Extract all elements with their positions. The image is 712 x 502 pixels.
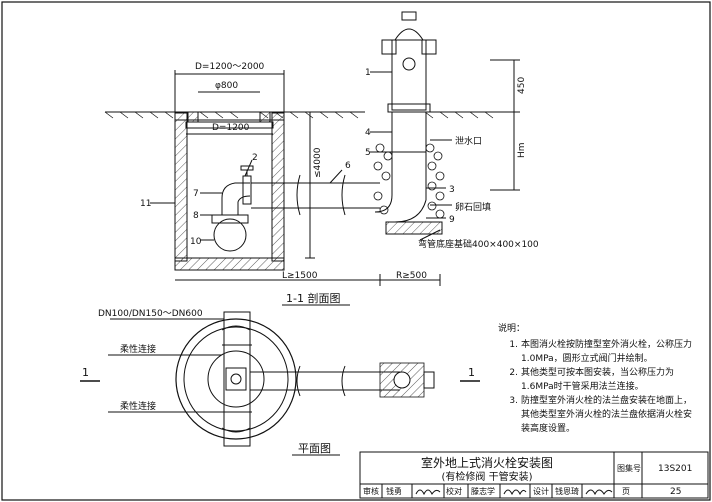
callout-3: 3 — [449, 185, 455, 195]
note-item: 1.本图消火栓按防撞型室外消火栓，公称压力1.0MPa，圆形立式阀门井绘制。 — [498, 338, 694, 366]
note-item: 2.其他类型可按本图安装，当公称压力为1.6MPa时干管采用法兰连接。 — [498, 366, 694, 394]
signature-marks — [415, 489, 613, 496]
dim-inner: D=1200 — [212, 123, 250, 133]
notes-heading: 说明： — [498, 324, 526, 334]
note-item: 3.防撞型室外消火栓的法兰盘安装在地面上，其他类型室外消火栓的法兰盘依据消火栓安… — [498, 394, 694, 436]
dim-450: 450 — [517, 77, 527, 94]
cut-mark-right: 1 — [468, 366, 475, 379]
callout-8: 8 — [193, 211, 199, 221]
plan-flex-label-2: 柔性连接 — [120, 400, 156, 412]
note-text: 防撞型室外消火栓的法兰盘安装在地面上，其他类型室外消火栓的法兰盘依据消火栓安装高… — [521, 396, 693, 434]
page-label: 页 — [622, 487, 630, 496]
callout-1: 1 — [365, 68, 371, 78]
section-title: 1-1 剖面图 — [286, 291, 340, 305]
note-text: 本图消火栓按防撞型室外消火栓，公称压力1.0MPa，圆形立式阀门井绘制。 — [521, 340, 693, 364]
dim-hm: Hm — [517, 142, 527, 158]
dim-depth: ≤4000 — [313, 147, 323, 178]
label-base: 弯管底座基础400×400×100 — [418, 238, 539, 250]
dim-opening: φ800 — [215, 81, 238, 91]
note-text: 其他类型可按本图安装，当公称压力为1.6MPa时干管采用法兰连接。 — [521, 368, 675, 392]
drawing-title: 室外地上式消火栓安装图 — [421, 455, 553, 470]
tb-checker: 滕志学 — [471, 486, 495, 496]
callout-7: 7 — [193, 189, 199, 199]
section-view — [104, 11, 520, 286]
tb-design-label: 设计 — [533, 486, 549, 496]
dim-R: R≥500 — [396, 271, 427, 281]
tb-review-label: 审核 — [363, 486, 379, 496]
label-gravel: 卵石回填 — [455, 201, 491, 213]
callout-2: 2 — [252, 153, 258, 163]
callout-11: 11 — [140, 199, 151, 209]
label-drain: 泄水口 — [455, 135, 482, 147]
note-number: 2. — [509, 368, 518, 378]
callout-6: 6 — [345, 161, 351, 171]
atlas-number: 13S201 — [658, 464, 692, 474]
callout-5: 5 — [365, 148, 371, 158]
dim-L: L≥1500 — [282, 271, 318, 281]
callout-4: 4 — [365, 128, 371, 138]
dim-top: D=1200～2000 — [195, 62, 265, 72]
drawing-subtitle: (有检修阀 干管安装) — [442, 470, 533, 483]
notes-block: 说明： 1.本图消火栓按防撞型室外消火栓，公称压力1.0MPa，圆形立式阀门井绘… — [498, 322, 694, 436]
plan-dn-label: DN100/DN150～DN600 — [98, 309, 203, 319]
callout-9: 9 — [449, 215, 455, 225]
note-number: 3. — [509, 396, 518, 406]
tb-designer: 钱恩琦 — [555, 486, 579, 496]
plan-flex-label-1: 柔性连接 — [120, 343, 156, 355]
title-block-frame — [359, 451, 709, 499]
page-number: 25 — [670, 487, 681, 497]
tb-reviewer: 钱勇 — [386, 486, 402, 496]
callout-10: 10 — [190, 237, 202, 247]
cut-mark-left: 1 — [82, 366, 89, 379]
note-number: 1. — [509, 340, 518, 350]
plan-title: 平面图 — [298, 442, 331, 455]
atlas-label: 图集号 — [617, 463, 641, 473]
tb-check-label: 校对 — [446, 486, 462, 496]
plan-view — [80, 311, 480, 447]
